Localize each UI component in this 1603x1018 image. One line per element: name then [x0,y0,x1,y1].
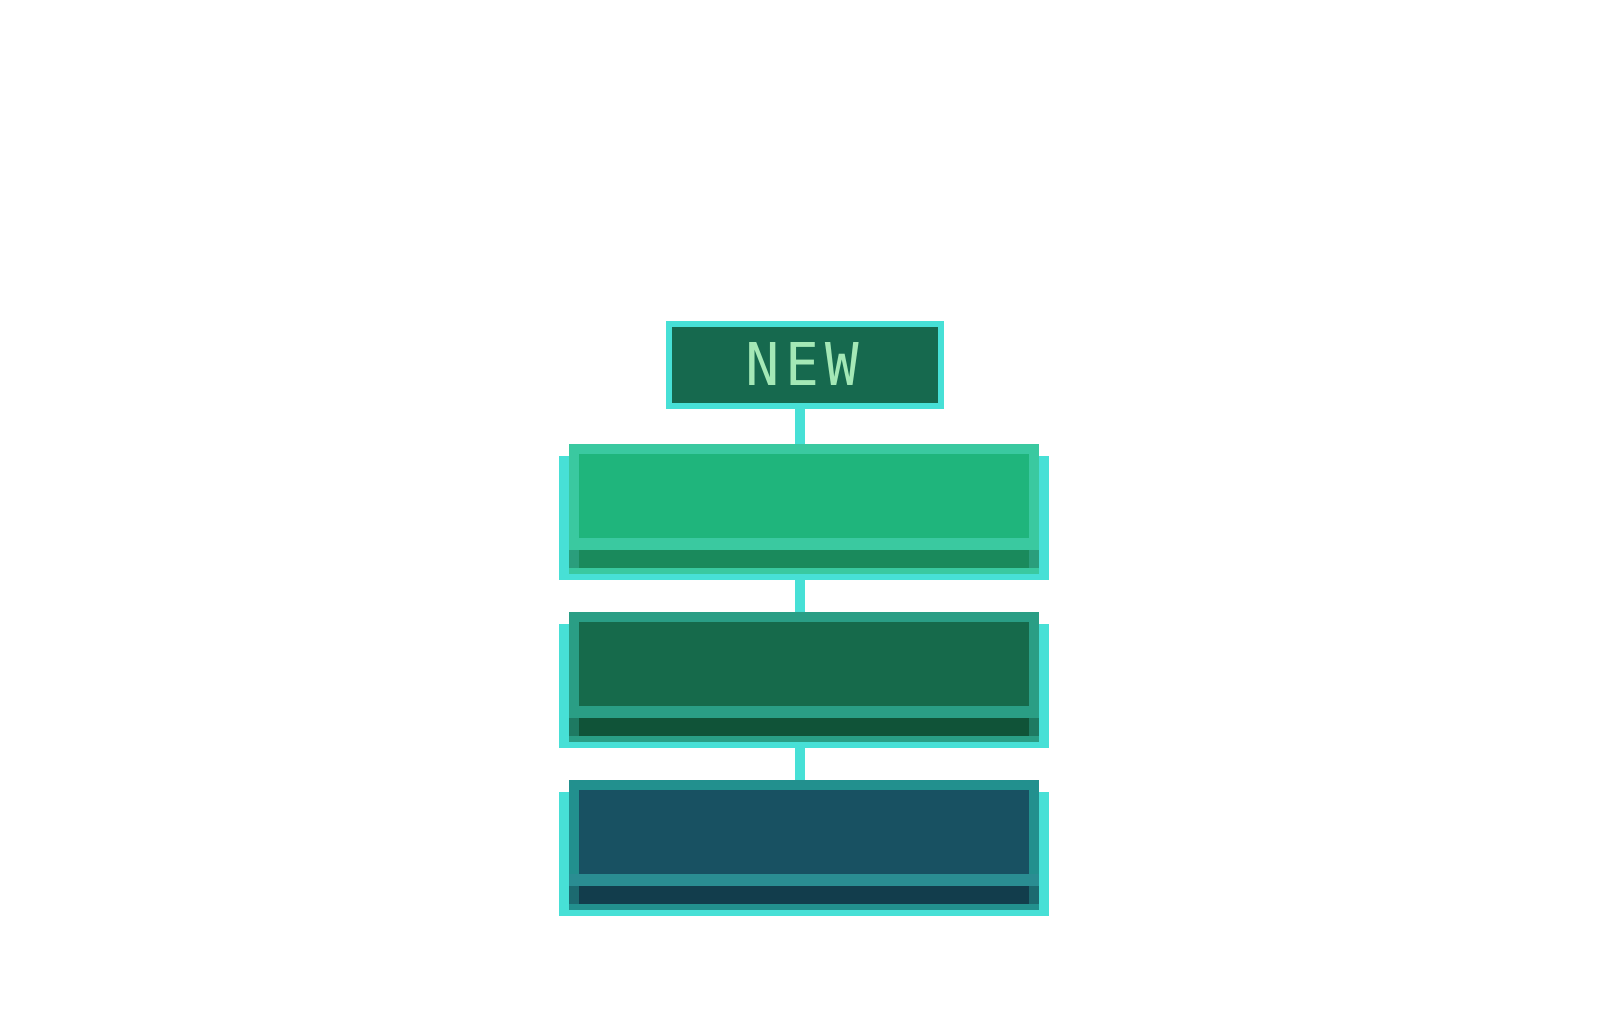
new-badge-label: NEW [745,331,865,400]
connector-2 [795,574,805,612]
new-badge-inner: NEW [672,327,938,403]
slot-2-base [579,718,1029,736]
slot-1-base [579,550,1029,568]
slot-2-top-face [579,622,1029,706]
slot-1[interactable] [559,444,1049,580]
slot-3-lip [569,874,1039,886]
new-badge: NEW [666,321,944,409]
slot-3-body [569,780,1039,910]
slot-2-base-left [569,718,579,736]
slot-2[interactable] [559,612,1049,748]
slot-2-lip [569,706,1039,718]
slot-2-base-right [1029,718,1039,736]
slot-1-base-right [1029,550,1039,568]
slot-3-base-left [569,886,579,904]
connector-1 [795,409,805,444]
slot-1-lip [569,538,1039,550]
slot-1-top-face [579,454,1029,538]
slot-3[interactable] [559,780,1049,916]
slot-3-top-face [579,790,1029,874]
slot-1-body [569,444,1039,574]
slot-3-base [579,886,1029,904]
slot-3-base-right [1029,886,1039,904]
slot-1-base-left [569,550,579,568]
connector-3 [795,742,805,780]
slot-2-body [569,612,1039,742]
